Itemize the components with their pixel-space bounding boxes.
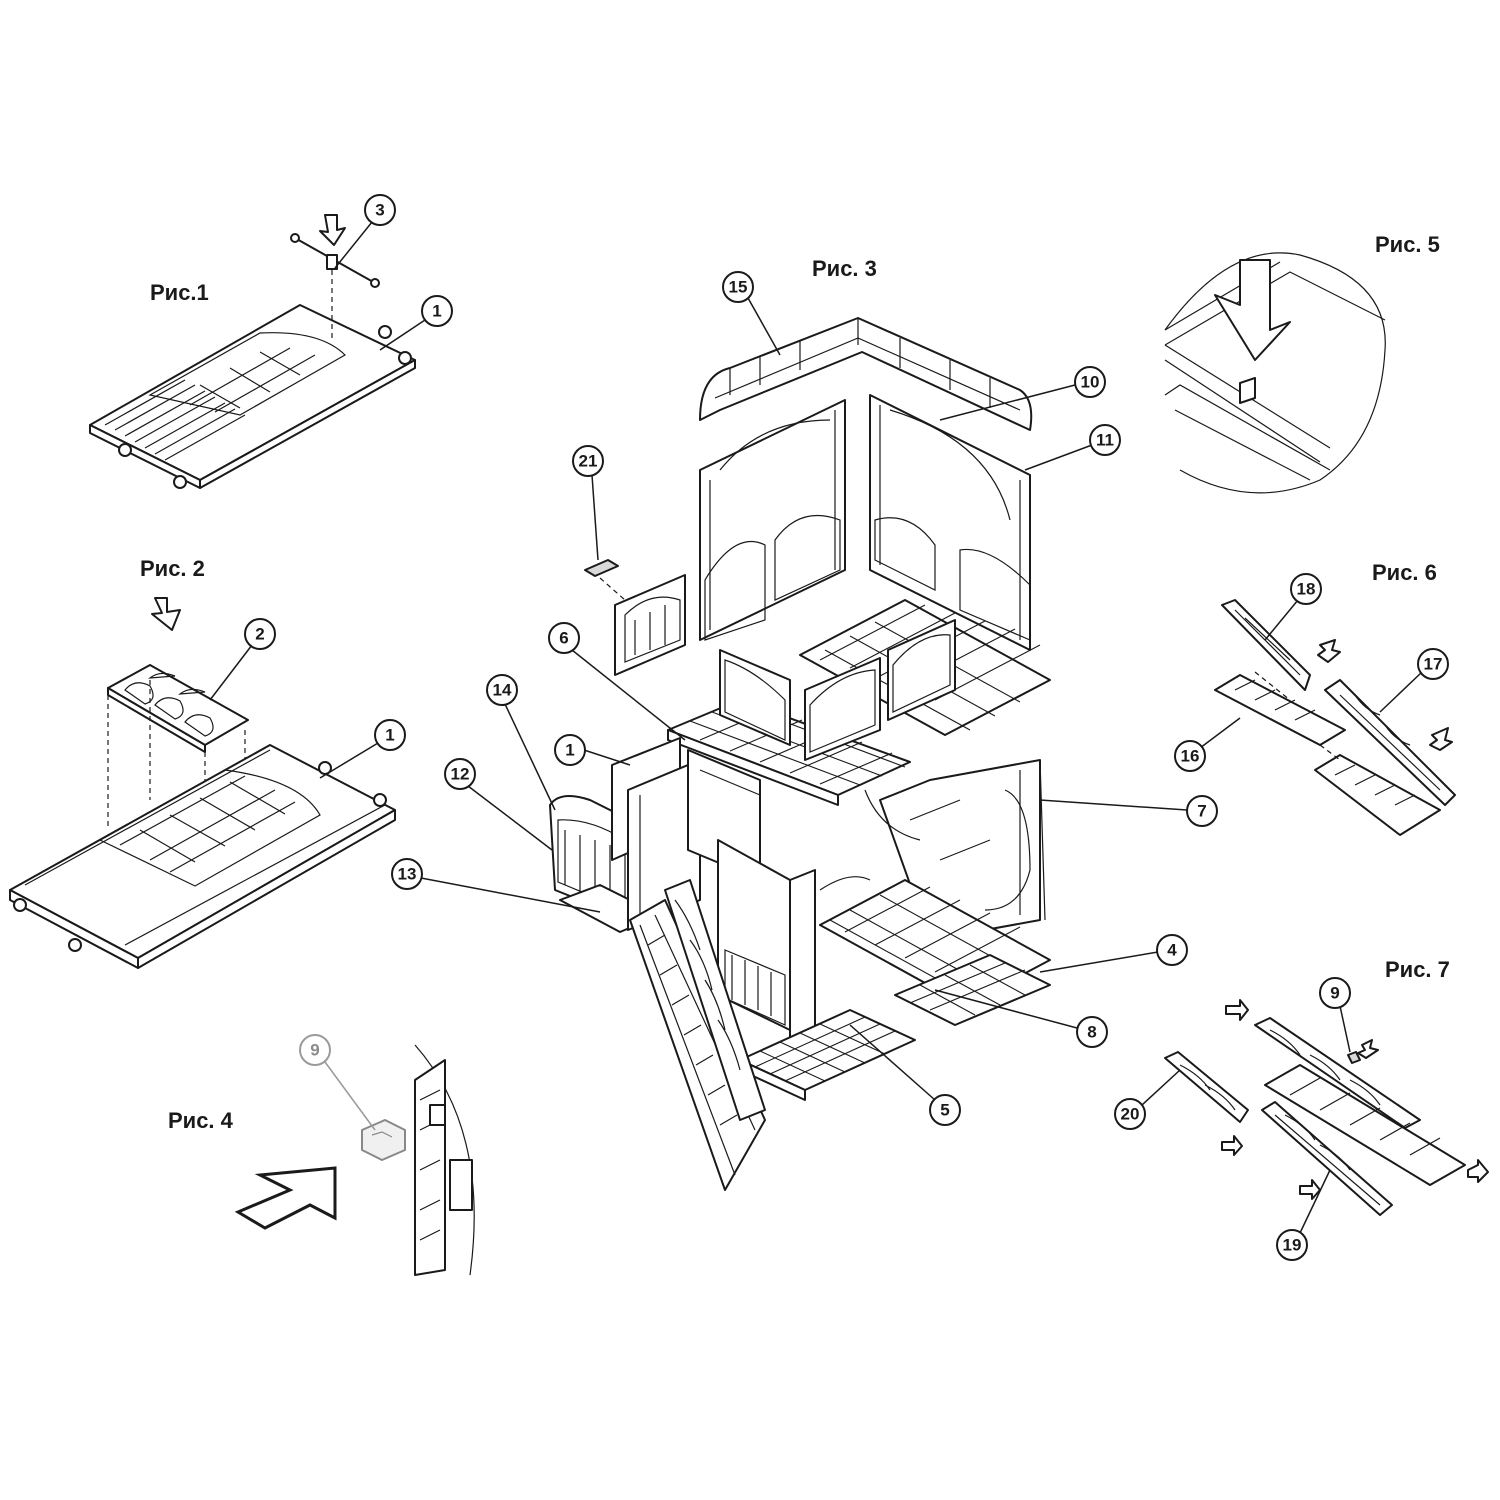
callout-fig3-part14: 14 (486, 674, 518, 706)
callout-fig3-part11: 11 (1089, 424, 1121, 456)
upper-floor (667, 699, 911, 806)
callout-fig1-part1: 1 (421, 295, 453, 327)
fig7-arrow-icon-2 (1357, 1039, 1379, 1059)
svg-text:9: 9 (1330, 984, 1339, 1003)
fig4-big-arrow-icon (234, 1166, 337, 1230)
fig6-rail-17 (1324, 679, 1456, 806)
callout-fig6-part17: 17 (1417, 648, 1449, 680)
figure-2-label: Рис. 2 (140, 556, 205, 581)
middle-floor (819, 879, 1051, 1026)
callout-fig3-part4: 4 (1156, 934, 1188, 966)
clip-21 (584, 559, 626, 601)
fig6-arrow-icon-2 (1429, 727, 1453, 751)
ground-floor (739, 1009, 916, 1101)
callout-fig3-part10: 10 (1074, 366, 1106, 398)
figure-5-label: Рис. 5 (1375, 232, 1440, 257)
callout-fig3-part5: 5 (929, 1094, 961, 1126)
callout-fig3-part21: 21 (572, 445, 604, 477)
roof-trim (699, 317, 1033, 431)
svg-text:9: 9 (310, 1041, 319, 1060)
fig2-wall-panel (9, 744, 396, 969)
figure-3-label: Рис. 3 (812, 256, 877, 281)
callout-fig3-part13: 13 (391, 858, 423, 890)
upper-back-walls (699, 394, 1031, 651)
figure-7: Рис. 7 9 (1114, 957, 1489, 1261)
svg-text:20: 20 (1121, 1105, 1140, 1124)
svg-text:3: 3 (375, 201, 384, 220)
main-staircase (629, 879, 766, 1191)
svg-text:2: 2 (255, 625, 264, 644)
svg-text:6: 6 (559, 629, 568, 648)
callout-fig2-part1: 1 (374, 719, 406, 751)
callout-fig7-part19: 19 (1276, 1229, 1308, 1261)
svg-text:17: 17 (1424, 655, 1443, 674)
figure-7-label: Рис. 7 (1385, 957, 1450, 982)
figure-5: Рис. 5 (1164, 232, 1440, 494)
figure-6: Рис. 6 18 (1174, 560, 1456, 836)
fig1-down-arrow-icon (319, 214, 346, 246)
upper-floor-railings (719, 619, 956, 761)
callout-fig3-part7: 7 (1186, 795, 1218, 827)
svg-text:18: 18 (1297, 580, 1316, 599)
fig7-rail-20 (1164, 1051, 1249, 1123)
svg-text:1: 1 (385, 726, 394, 745)
figure-6-label: Рис. 6 (1372, 560, 1437, 585)
fig2-down-arrow-icon (151, 597, 181, 631)
callout-fig3-part6: 6 (548, 622, 580, 654)
figure-1-label: Рис.1 (150, 280, 209, 305)
fig7-stairs (1254, 1017, 1466, 1186)
svg-text:12: 12 (451, 765, 470, 784)
svg-text:19: 19 (1283, 1236, 1302, 1255)
svg-text:1: 1 (432, 302, 441, 321)
fig6-rail-18 (1221, 599, 1311, 691)
svg-text:15: 15 (729, 278, 748, 297)
fig5-detail-view (1164, 252, 1386, 494)
callout-fig6-part18: 18 (1290, 573, 1322, 605)
svg-text:4: 4 (1167, 941, 1177, 960)
fig7-arrow-icon-4 (1299, 1179, 1321, 1200)
fig7-rail-19 (1261, 1101, 1393, 1216)
callout-fig3-part15: 15 (722, 271, 754, 303)
callout-fig6-part16: 16 (1174, 740, 1206, 772)
figure-1: Рис.1 (89, 194, 453, 489)
fig7-arrow-icon-5 (1467, 1159, 1489, 1183)
callout-fig3-part12: 12 (444, 758, 476, 790)
fig7-arrow-icon-1 (1225, 999, 1249, 1021)
callout-fig3-part1: 1 (554, 734, 586, 766)
callout-fig7-part20: 20 (1114, 1098, 1146, 1130)
fig6-stairs-16 (1214, 671, 1346, 746)
fig4-clip (361, 1119, 406, 1161)
fig7-clip (1347, 1051, 1361, 1064)
ground-door-panel (717, 839, 871, 1041)
fig4-detail-view (414, 1044, 475, 1276)
svg-text:16: 16 (1181, 747, 1200, 766)
svg-text:14: 14 (493, 681, 512, 700)
svg-text:10: 10 (1081, 373, 1100, 392)
figure-4: Рис. 4 9 (168, 1034, 475, 1276)
fig6-stairs-lower (1314, 744, 1441, 836)
svg-text:5: 5 (940, 1101, 949, 1120)
svg-text:8: 8 (1087, 1023, 1096, 1042)
figure-2: Рис. 2 2 (9, 556, 406, 969)
callout-fig7-part9: 9 (1319, 977, 1351, 1009)
svg-text:7: 7 (1197, 802, 1206, 821)
callout-fig4-part9: 9 (299, 1034, 331, 1066)
callout-fig2-part2: 2 (244, 618, 276, 650)
fig7-arrow-icon-3 (1221, 1135, 1243, 1156)
svg-text:1: 1 (565, 741, 574, 760)
figure-4-label: Рис. 4 (168, 1108, 234, 1133)
figure-3: Рис. 3 (391, 256, 1218, 1191)
fig1-wall-panel (89, 304, 416, 489)
svg-text:13: 13 (398, 865, 417, 884)
fig1-rod (290, 233, 380, 340)
callout-fig1-part3: 3 (364, 194, 396, 226)
svg-text:21: 21 (579, 452, 598, 471)
svg-text:11: 11 (1096, 431, 1114, 450)
callout-fig3-part8: 8 (1076, 1016, 1108, 1048)
fig6-arrow-icon-1 (1317, 639, 1341, 663)
upper-front-railing (614, 574, 686, 676)
fig5-down-arrow-icon (1214, 259, 1291, 361)
